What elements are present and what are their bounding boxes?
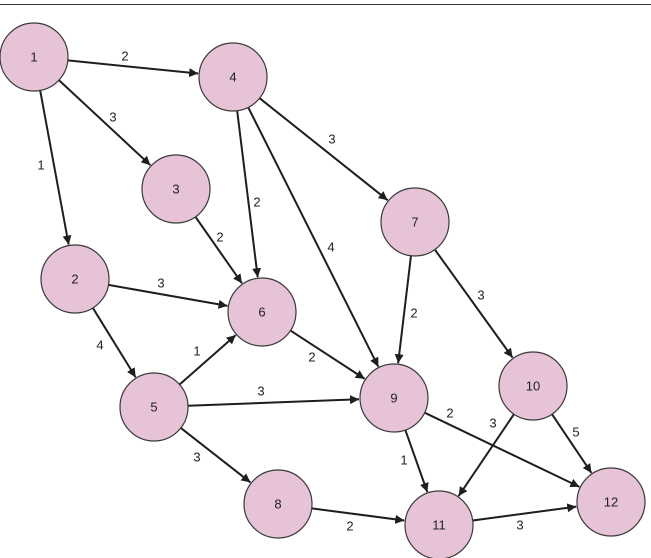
edge-1-to-2 <box>39 90 72 245</box>
edge-weight-7-to-10: 3 <box>477 287 484 302</box>
edge-5-to-8 <box>180 427 252 484</box>
node-5: 5 <box>119 372 189 442</box>
edge-weight-1-to-3: 3 <box>109 109 116 124</box>
node-3: 3 <box>141 154 211 224</box>
edge-weight-7-to-9: 2 <box>410 305 417 320</box>
edge-3-to-6 <box>194 216 243 284</box>
node-9: 9 <box>359 363 429 433</box>
node-7: 7 <box>380 187 450 257</box>
node-label-6: 6 <box>258 304 265 319</box>
node-circle-1 <box>0 22 69 92</box>
node-circle-9 <box>359 363 429 433</box>
node-10: 10 <box>498 351 568 421</box>
node-label-2: 2 <box>71 271 78 286</box>
edge-10-to-11 <box>457 413 515 497</box>
node-label-5: 5 <box>150 399 157 414</box>
edge-weight-4-to-9: 4 <box>327 239 334 254</box>
edge-weight-5-to-9: 3 <box>257 383 264 398</box>
edge-2-to-5 <box>92 307 137 378</box>
top-rule <box>0 4 651 5</box>
edge-7-to-9 <box>394 255 412 364</box>
edge-weight-2-to-5: 4 <box>96 337 103 352</box>
edge-5-to-6 <box>178 334 237 386</box>
node-circle-5 <box>119 372 189 442</box>
edge-10-to-12 <box>551 413 593 474</box>
edge-4-to-9 <box>247 106 380 368</box>
edge-weight-10-to-12: 5 <box>572 424 579 439</box>
edge-weight-1-to-4: 2 <box>121 48 128 63</box>
node-label-11: 11 <box>432 517 446 532</box>
node-label-7: 7 <box>411 214 418 229</box>
node-label-8: 8 <box>274 496 281 511</box>
node-label-4: 4 <box>229 69 236 84</box>
node-12: 12 <box>576 467 646 537</box>
node-label-1: 1 <box>30 49 37 64</box>
edge-weight-1-to-2: 1 <box>37 157 44 172</box>
edge-4-to-6 <box>236 110 262 278</box>
node-circle-2 <box>40 244 110 314</box>
node-circle-4 <box>198 42 268 112</box>
edge-weight-2-to-6: 3 <box>157 275 164 290</box>
edge-weight-8-to-11: 2 <box>346 518 353 533</box>
node-circle-7 <box>380 187 450 257</box>
node-6: 6 <box>227 277 297 347</box>
node-1: 1 <box>0 22 69 92</box>
node-circle-12 <box>576 467 646 537</box>
edge-weight-4-to-7: 3 <box>328 131 335 146</box>
edge-9-to-11 <box>404 429 429 493</box>
node-circle-6 <box>227 277 297 347</box>
edge-weight-9-to-11: 1 <box>400 452 407 467</box>
edge-7-to-10 <box>434 249 514 359</box>
edge-11-to-12 <box>472 503 577 522</box>
edge-8-to-11 <box>311 507 405 524</box>
node-label-12: 12 <box>604 494 618 509</box>
node-label-10: 10 <box>526 378 540 393</box>
edge-weight-4-to-6: 2 <box>253 194 260 209</box>
node-label-9: 9 <box>390 390 397 405</box>
edge-5-to-9 <box>187 395 360 407</box>
node-11: 11 <box>404 490 474 558</box>
node-circle-10 <box>498 351 568 421</box>
edges-layer: 2 3 1 2 4 3 2 3 4 1 3 3 2 2 3 1 2 3 5 2 3 <box>37 48 593 533</box>
edge-2-to-6 <box>108 283 228 309</box>
edge-weight-10-to-11: 3 <box>489 415 496 430</box>
node-2: 2 <box>40 244 110 314</box>
node-label-3: 3 <box>172 181 179 196</box>
edge-6-to-9 <box>289 329 366 380</box>
edge-weight-6-to-9: 2 <box>308 349 315 364</box>
node-circle-11 <box>404 490 474 558</box>
edge-1-to-3 <box>58 79 152 166</box>
node-circle-3 <box>141 154 211 224</box>
node-circle-8 <box>243 469 313 539</box>
edge-4-to-7 <box>258 97 389 201</box>
edge-weight-9-to-12: 2 <box>446 405 453 420</box>
node-8: 8 <box>243 469 313 539</box>
edge-1-to-4 <box>67 59 199 78</box>
edge-weight-5-to-6: 1 <box>193 343 200 358</box>
edge-weight-11-to-12: 3 <box>516 517 523 532</box>
edge-weight-3-to-6: 2 <box>216 229 223 244</box>
edge-9-to-12 <box>424 411 580 488</box>
edge-weight-5-to-8: 3 <box>193 449 200 464</box>
node-4: 4 <box>198 42 268 112</box>
